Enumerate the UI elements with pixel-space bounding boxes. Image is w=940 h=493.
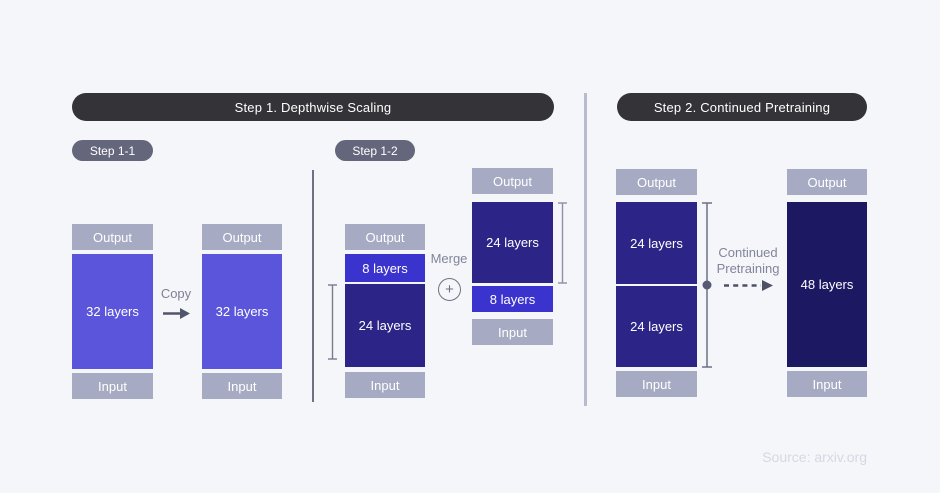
merge-label: Merge [430,251,468,266]
layers-24-box: 24 layers [345,284,425,367]
span-bracket [558,202,567,284]
output-box: Output [787,169,867,195]
output-box: Output [616,169,697,195]
copy-label: Copy [160,286,192,301]
output-box: Output [202,224,282,250]
output-box: Output [472,168,553,194]
merge-plus-icon: + [438,278,461,301]
copy-arrow-icon [163,307,190,320]
span-bracket [328,284,337,360]
span-bracket-with-dot [701,202,713,368]
step-1-1-pill: Step 1-1 [72,140,153,161]
step-1-2-pill: Step 1-2 [335,140,415,161]
input-box: Input [472,319,553,345]
step1-step2-divider [584,93,587,406]
dashed-arrow-icon [723,279,773,292]
step1-header-pill: Step 1. Depthwise Scaling [72,93,554,121]
input-box: Input [202,373,282,399]
step1-substep-divider [312,170,314,402]
layers-8-box: 8 layers [345,254,425,282]
input-box: Input [345,372,425,398]
layers-24-box: 24 layers [616,286,697,367]
layers-32-box: 32 layers [202,254,282,369]
layers-32-box: 32 layers [72,254,153,369]
step2-header-pill: Step 2. Continued Pretraining [617,93,867,121]
input-box: Input [72,373,153,399]
layers-8-box: 8 layers [472,286,553,312]
continued-pretraining-label: Continued Pretraining [716,245,780,276]
layers-48-box: 48 layers [787,202,867,367]
source-caption: Source: arxiv.org [762,449,867,465]
layers-24-box: 24 layers [472,202,553,283]
output-box: Output [345,224,425,250]
input-box: Input [616,371,697,397]
output-box: Output [72,224,153,250]
layers-24-box: 24 layers [616,202,697,284]
input-box: Input [787,371,867,397]
